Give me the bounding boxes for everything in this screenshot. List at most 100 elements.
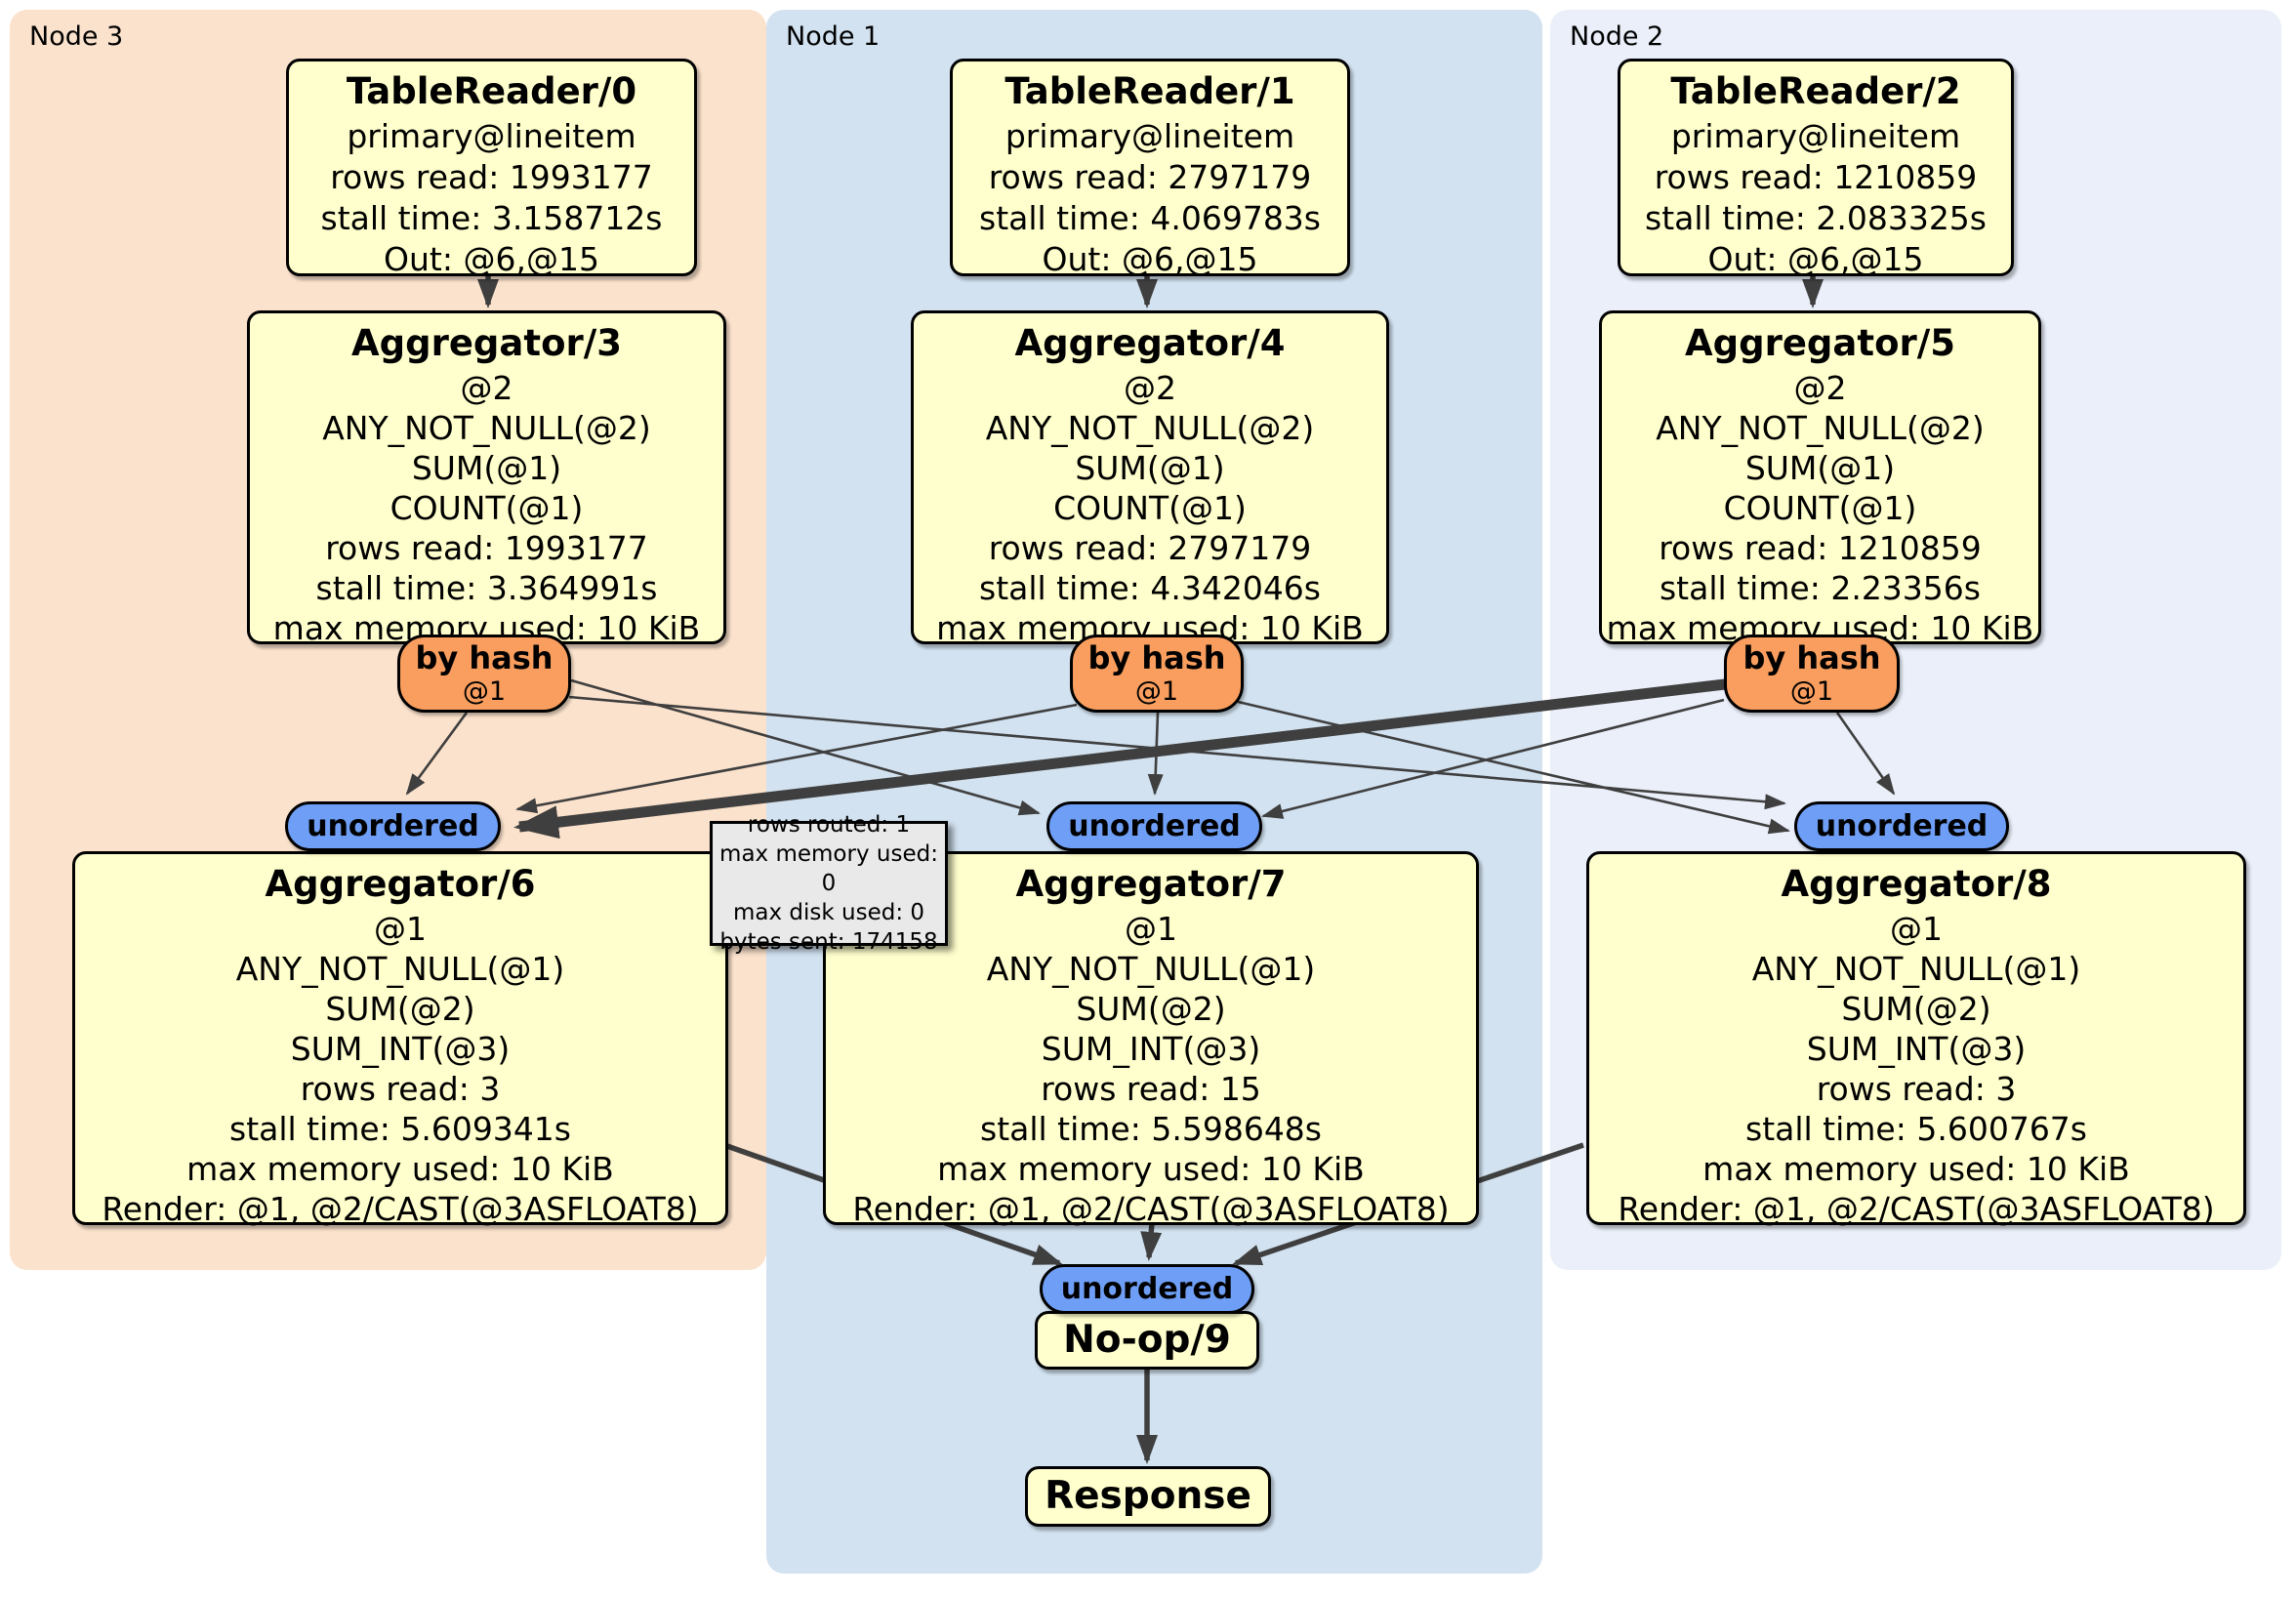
detail-line: ANY_NOT_NULL(@1): [986, 950, 1316, 988]
operator-title: TableReader/0: [346, 70, 637, 112]
stream-label: unordered: [1815, 809, 1988, 843]
detail-line: ANY_NOT_NULL(@1): [1751, 950, 2081, 988]
detail-line: rows read: 15: [1041, 1070, 1261, 1108]
detail-line: SUM(@1): [411, 449, 562, 487]
operator-title: TableReader/2: [1670, 70, 1961, 112]
stream-unordered-node3[interactable]: unordered: [285, 801, 501, 851]
router-by-hash-node2[interactable]: by hash @1: [1724, 635, 1900, 713]
stream-label: unordered: [307, 809, 479, 843]
detail-line: rows read: 3: [1816, 1070, 2017, 1108]
detail-line: SUM_INT(@3): [1806, 1030, 2027, 1068]
edge-hash4-unordered3[interactable]: [515, 703, 1078, 814]
detail-line: Render: @1, @2/CAST(@3ASFLOAT8): [852, 1190, 1450, 1228]
detail-line: Out: @6,@15: [384, 240, 599, 278]
stream-label: unordered: [1060, 1272, 1234, 1306]
detail-line: stall time: 5.598648s: [980, 1110, 1322, 1148]
edge-stats-tooltip: rows routed: 1 max memory used: 0 max disk…: [710, 812, 948, 955]
cluster-label-node-2: Node 2: [1570, 21, 1664, 52]
operator-title: Aggregator/7: [1015, 863, 1287, 905]
detail-line: primary@lineitem: [1004, 117, 1295, 155]
detail-line: max disk used: 0: [732, 900, 925, 925]
detail-line: @1: [374, 910, 427, 948]
operator-title: TableReader/1: [1004, 70, 1295, 112]
detail-line: rows read: 1210859: [1659, 529, 1982, 567]
detail-line: rows read: 2797179: [988, 158, 1312, 196]
detail-line: bytes sent: 174158: [719, 929, 938, 955]
stream-unordered-final[interactable]: unordered: [1040, 1264, 1254, 1314]
detail-line: SUM_INT(@3): [1041, 1030, 1261, 1068]
router-hash-key: @1: [1134, 676, 1179, 707]
detail-line: Render: @1, @2/CAST(@3ASFLOAT8): [102, 1190, 699, 1228]
detail-line: ANY_NOT_NULL(@2): [322, 409, 651, 447]
stream-unordered-node1[interactable]: unordered: [1046, 801, 1262, 851]
router-hash-key: @1: [462, 676, 507, 707]
edge-hash5-unordered4[interactable]: [1261, 698, 1725, 819]
detail-line: @1: [1125, 910, 1177, 948]
detail-line: stall time: 5.609341s: [229, 1110, 571, 1148]
edge-hash3-unordered3[interactable]: [405, 712, 469, 796]
detail-line: max memory used: 10 KiB: [1702, 1150, 2130, 1188]
operator-title: Aggregator/5: [1684, 322, 1955, 364]
detail-line: @2: [1124, 369, 1176, 407]
detail-line: max memory used: 0: [719, 841, 938, 896]
stream-unordered-node2[interactable]: unordered: [1794, 801, 2009, 851]
operator-title: Aggregator/6: [265, 863, 536, 905]
detail-line: COUNT(@1): [390, 489, 584, 527]
edge-hash5-unordered3-highlighted[interactable]: [513, 678, 1726, 839]
detail-line: Out: @6,@15: [1042, 240, 1258, 278]
detail-line: COUNT(@1): [1053, 489, 1247, 527]
detail-line: SUM(@2): [1076, 990, 1226, 1028]
edge-hash4-unordered5[interactable]: [1237, 700, 1790, 835]
operator-title: Aggregator/3: [350, 322, 622, 364]
detail-line: @2: [1793, 369, 1847, 407]
detail-line: max memory used: 10 KiB: [937, 1150, 1365, 1188]
detail-line: stall time: 2.083325s: [1645, 199, 1987, 237]
detail-line: SUM(@1): [1744, 449, 1896, 487]
detail-line: stall time: 5.600767s: [1745, 1110, 2087, 1148]
edge-hash3-unordered4[interactable]: [570, 678, 1041, 816]
operator-title: Aggregator/4: [1014, 322, 1286, 364]
operator-title: No-op/9: [1063, 1318, 1231, 1362]
cluster-label-node-1: Node 1: [786, 21, 881, 52]
detail-line: SUM(@1): [1075, 449, 1225, 487]
detail-line: rows read: 1993177: [330, 158, 653, 196]
detail-line: stall time: 3.158712s: [320, 199, 663, 237]
detail-line: ANY_NOT_NULL(@2): [1656, 409, 1985, 447]
router-type-label: by hash: [1087, 639, 1226, 676]
detail-line: @2: [460, 369, 513, 407]
edge-aggregator7-unordered-final[interactable]: [1140, 1222, 1163, 1261]
router-type-label: by hash: [415, 639, 554, 676]
detail-line: @1: [1890, 910, 1943, 948]
detail-line: ANY_NOT_NULL(@2): [985, 409, 1315, 447]
router-type-label: by hash: [1742, 639, 1881, 676]
edge-hash5-unordered5[interactable]: [1835, 712, 1896, 796]
router-hash-key: @1: [1789, 676, 1834, 707]
operator-title: Aggregator/8: [1781, 863, 2052, 905]
operator-response[interactable]: Response: [1025, 1466, 1271, 1527]
cluster-label-node-3: Node 3: [29, 21, 124, 52]
detail-line: primary@lineitem: [1670, 117, 1961, 155]
detail-line: max memory used: 10 KiB: [186, 1150, 614, 1188]
operator-noop-9[interactable]: No-op/9: [1035, 1311, 1259, 1370]
operator-title: Response: [1045, 1474, 1251, 1518]
router-by-hash-node1[interactable]: by hash @1: [1070, 635, 1244, 713]
detail-line: rows routed: 1: [747, 812, 911, 838]
detail-line: stall time: 4.342046s: [979, 569, 1321, 607]
router-by-hash-node3[interactable]: by hash @1: [397, 635, 571, 713]
